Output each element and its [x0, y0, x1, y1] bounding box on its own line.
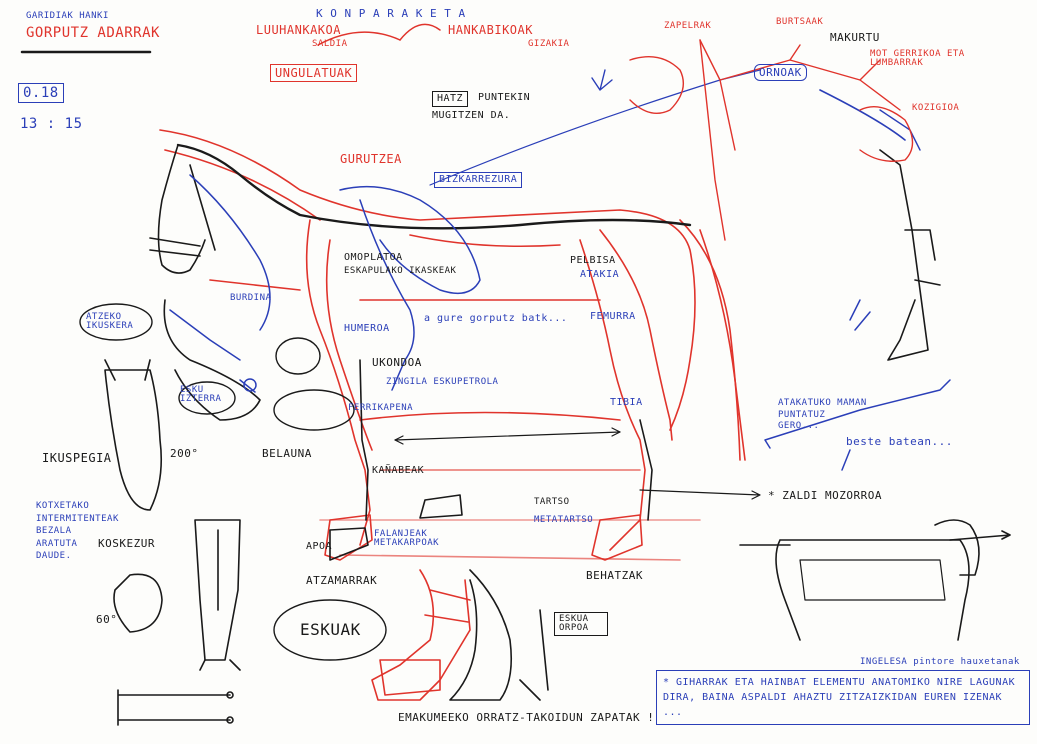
makurtu-label: MAKURTU	[830, 32, 880, 43]
behatzak-label: BEHATZAK	[586, 570, 643, 581]
metatartso-label: METATARTSO	[534, 516, 593, 525]
omoplatoa-label: OMOPLATOA	[344, 253, 403, 263]
zapelrak-label: ZAPELRAK	[664, 22, 711, 31]
gure-gorputz-note: a gure gorputz batk...	[424, 314, 567, 324]
kanabeak-label: KAÑABEAK	[372, 466, 424, 476]
atzamarrak-label: ATZAMARRAK	[306, 575, 377, 586]
esku-izterra-label: ESKU IZTERRA	[180, 386, 236, 404]
sheet-title: GORPUTZ ADARRAK	[26, 26, 160, 40]
eskua-orpoa-label: ESKUA ORPOA	[554, 612, 608, 636]
belauna-label: BELAUNA	[262, 448, 312, 459]
tibia-label: TIBIA	[610, 398, 643, 408]
luze-hankakoa-label: LUUHANKAKOA	[256, 24, 341, 36]
mugitzen-da-label: MUGITZEN DA.	[432, 111, 510, 121]
ungulatuak-label: UNGULATUAK	[270, 64, 357, 82]
konparaketa-label: K O N P A R A K E T A	[316, 8, 466, 19]
ukondoa-label: UKONDOA	[372, 357, 422, 368]
atzeko-ikuskera-label: ATZEKO IKUSKERA	[86, 313, 148, 331]
sheet-number-bottom: 13 : 15	[20, 117, 83, 131]
tartso-label: TARTSO	[534, 498, 570, 507]
burtsaak-label: BURTSAAK	[776, 18, 823, 27]
header-small-label: GARIDIAK HANKI	[26, 12, 109, 21]
ornoak-label: ORNOAK	[754, 64, 807, 81]
mot-gerrikoa-label: MOT GERRIKOA ETA LUMBARRAK	[870, 50, 980, 68]
angle-60-label: 60°	[96, 614, 117, 625]
gizakia-label: GIZAKIA	[528, 40, 569, 49]
sheet-number: 0.18	[18, 83, 64, 103]
humeroa-label: HUMEROA	[344, 324, 390, 334]
koskezur-label: KOSKEZUR	[98, 538, 155, 549]
hankabikoak-label: HANKABIKOAK	[448, 24, 533, 36]
femurra-label: FEMURRA	[590, 312, 636, 322]
eskuak-label: ESKUAK	[300, 622, 361, 638]
burdina-label: BURDINA	[230, 294, 271, 303]
ingeleak-label: INGELESA pintore hauxetanak	[860, 658, 1020, 667]
falanjeak-label: FALANJEAK METAKARPOAK	[374, 530, 464, 548]
atakia-label: ATAKIA	[580, 270, 619, 280]
bizkarrezurra-label: BIZKARREZURA	[434, 172, 522, 188]
saldia-label: SALDIA	[312, 40, 348, 49]
beste-batean-note: beste batean...	[846, 436, 953, 447]
ikuspegia-label: IKUSPEGIA	[42, 452, 112, 464]
zingila-label: ZINGILA ESKUPETROLA	[386, 378, 498, 387]
angle-200-label: 200°	[170, 448, 199, 459]
hatz-label: HATZ	[432, 91, 468, 107]
puntekin-label: PUNTEKIN	[478, 93, 530, 103]
bottom-caption: EMAKUMEEKO ORRATZ-TAKOIDUN ZAPATAK !	[398, 712, 654, 723]
kotxe-note: KOTXETAKO INTERMITENTEAK BEZALA ARATUTA …	[36, 500, 114, 563]
zaldi-mozorroa-label: * ZALDI MOZORROA	[768, 490, 882, 501]
apoa-label: APOA	[306, 542, 332, 552]
kozigioa-label: KOZIGIOA	[912, 104, 959, 113]
pelbisa-label: PELBISA	[570, 256, 616, 266]
conclusion-note: * GIHARRAK ETA HAINBAT ELEMENTU ANATOMIK…	[656, 670, 1030, 725]
eskapula-label: ESKAPULAKO IKASKEAK	[344, 267, 456, 276]
gurutzea-label: GURUTZEA	[340, 153, 402, 165]
atakatu-note: ATAKATUKO MAMAN PUNTATUZ GERO...	[778, 398, 868, 433]
ferrikapena-label: FERRIKAPENA	[348, 404, 413, 413]
